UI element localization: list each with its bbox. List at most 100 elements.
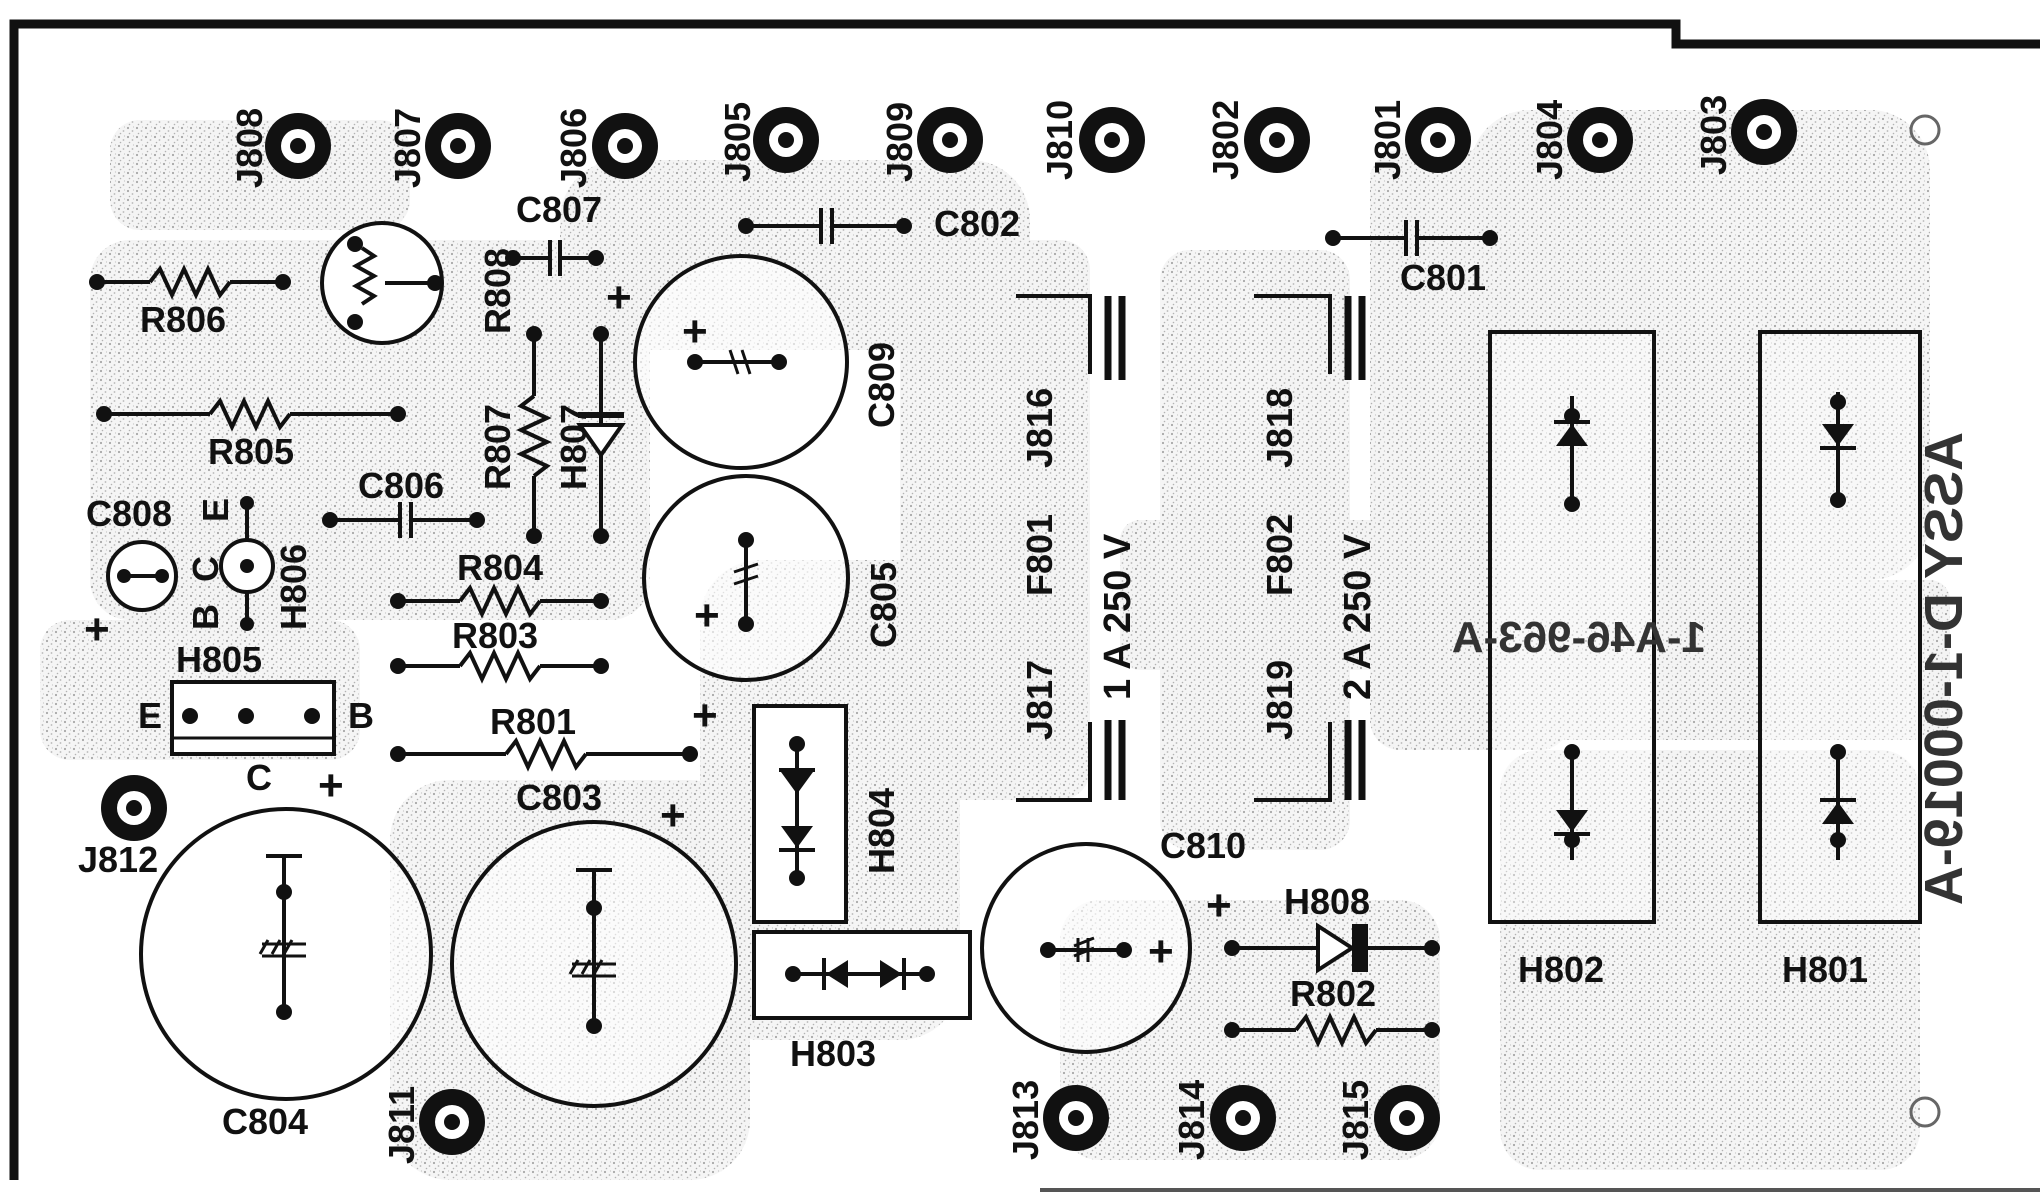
jack-j802 <box>1244 107 1310 173</box>
label-j818: J818 <box>1259 388 1300 468</box>
polarity-plus-c805: + <box>694 591 720 640</box>
label-j805: J805 <box>717 102 758 182</box>
polarity-plus-h807: + <box>606 273 632 322</box>
resistor-r802 <box>1224 1015 1440 1045</box>
label-j811: J811 <box>381 1086 422 1164</box>
jack-j808 <box>265 113 331 179</box>
capacitor-c807 <box>505 240 604 276</box>
diode-h801 <box>1758 330 1922 924</box>
label-c807: C807 <box>516 189 602 230</box>
jack-j813 <box>1043 1085 1109 1151</box>
resistor-r805 <box>96 399 406 429</box>
capacitor-c801 <box>1325 220 1498 256</box>
label-j804: J804 <box>1529 100 1570 180</box>
label-h803: H803 <box>790 1033 876 1074</box>
polarity-plus-c804: + <box>318 761 344 810</box>
mounting-hole-top <box>1909 114 1941 146</box>
pin-b-h806: B <box>185 604 226 630</box>
pin-b-h805: B <box>348 695 374 736</box>
jack-j812 <box>101 775 167 841</box>
pin-c-h805: C <box>246 757 272 798</box>
rating-f802: 2 A 250 V <box>1337 533 1379 700</box>
board-outline <box>9 19 2040 1180</box>
diode-h808 <box>1224 922 1440 974</box>
jack-j804 <box>1567 107 1633 173</box>
label-j815: J815 <box>1335 1080 1376 1160</box>
mounting-hole-bottom <box>1909 1096 1941 1128</box>
fuse-f801 <box>1016 294 1126 802</box>
label-j807: J807 <box>387 108 428 188</box>
resistor-r804 <box>390 586 609 616</box>
label-r806: R806 <box>140 299 226 340</box>
trimmer-potentiometer <box>320 221 444 345</box>
capacitor-c806 <box>322 502 485 538</box>
capacitor-c805 <box>642 474 850 682</box>
label-j806: J806 <box>553 108 594 188</box>
capacitor-c803 <box>450 820 738 1108</box>
pin-e-h806: E <box>195 498 236 522</box>
label-j817: J817 <box>1019 660 1060 740</box>
label-c802: C802 <box>934 203 1020 244</box>
capacitor-c804 <box>139 807 433 1101</box>
diode-h804 <box>752 704 848 924</box>
jack-j814 <box>1210 1085 1276 1151</box>
resistor-r801 <box>390 739 698 769</box>
diode-h803 <box>752 930 972 1020</box>
jack-j807 <box>425 113 491 179</box>
label-j814: J814 <box>1171 1080 1212 1160</box>
resistor-r807 <box>519 326 549 544</box>
jack-j805 <box>753 107 819 173</box>
jack-j809 <box>917 107 983 173</box>
resistor-r806 <box>89 267 291 297</box>
transistor-h806 <box>219 496 275 631</box>
label-j812: J812 <box>78 839 158 880</box>
label-r807: R807 <box>477 404 518 490</box>
silkscreen-board-name: ASSY D-1-00019-A <box>1914 432 1974 905</box>
resistor-r803 <box>390 651 609 681</box>
label-f801: F801 <box>1019 514 1060 596</box>
label-j801: J801 <box>1367 100 1408 180</box>
polarity-plus-c809: + <box>682 307 708 356</box>
diode-h807 <box>576 326 626 544</box>
rating-f801: 1 A 250 V <box>1097 533 1139 700</box>
label-j810: J810 <box>1039 100 1080 180</box>
label-h801: H801 <box>1782 949 1868 990</box>
capacitor-c809 <box>633 254 849 470</box>
fuse-f802 <box>1254 294 1366 802</box>
label-h806: H806 <box>273 544 314 630</box>
label-j819: J819 <box>1259 660 1300 740</box>
jack-j810 <box>1079 107 1145 173</box>
jack-j801 <box>1405 107 1471 173</box>
label-r801: R801 <box>490 701 576 742</box>
label-h805: H805 <box>176 639 262 680</box>
label-c804: C804 <box>222 1101 308 1142</box>
label-j803: J803 <box>1693 95 1734 175</box>
label-c809: C809 <box>861 342 902 428</box>
label-c801: C801 <box>1400 257 1486 298</box>
label-r805: R805 <box>208 431 294 472</box>
label-r802: R802 <box>1290 973 1376 1014</box>
jack-j803 <box>1731 99 1797 165</box>
pin-c-h806: C <box>185 556 226 582</box>
label-c810: C810 <box>1160 825 1246 866</box>
capacitor-c802 <box>738 208 912 244</box>
label-j808: J808 <box>229 108 270 188</box>
polarity-plus-c810: + <box>1206 881 1232 930</box>
label-h808: H808 <box>1284 881 1370 922</box>
polarity-plus-c810-inner: + <box>1148 927 1174 976</box>
label-r808: R808 <box>477 248 518 334</box>
jack-j811 <box>419 1089 485 1155</box>
label-j809: J809 <box>879 102 920 182</box>
label-c808: C808 <box>86 493 172 534</box>
label-h804: H804 <box>861 788 902 874</box>
label-r804: R804 <box>457 547 543 588</box>
label-c806: C806 <box>358 465 444 506</box>
diode-h802 <box>1488 330 1656 924</box>
label-f802: F802 <box>1259 514 1300 596</box>
transistor-h805 <box>170 680 336 756</box>
label-c803: C803 <box>516 777 602 818</box>
polarity-plus-r801: + <box>692 691 718 740</box>
jack-j806 <box>592 113 658 179</box>
label-c805: C805 <box>863 562 904 648</box>
